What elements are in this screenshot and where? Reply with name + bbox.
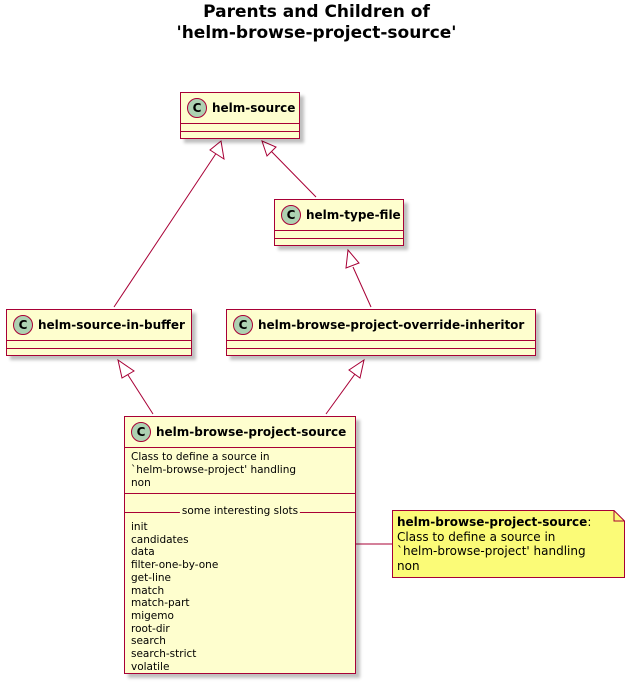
- title-line-1: Parents and Children of: [203, 2, 430, 22]
- class-name: helm-browse-project-override-inheritor: [258, 318, 525, 332]
- slot-item: match: [131, 584, 165, 597]
- title-line-2: 'helm-browse-project-source': [176, 23, 457, 43]
- slot-item: migemo: [131, 609, 174, 622]
- arrowhead-source-left: [209, 140, 225, 161]
- arrowhead-typefile: [345, 248, 360, 269]
- class-doc: Class to define a source in `helm-browse…: [125, 447, 355, 493]
- slot-item: data: [131, 546, 155, 559]
- diagram-title: Parents and Children of 'helm-browse-pro…: [0, 2, 633, 44]
- slot-item: candidates: [131, 533, 189, 546]
- class-icon: C: [187, 98, 207, 118]
- arrowhead-source-right: [261, 140, 277, 157]
- class-icon: C: [233, 315, 253, 335]
- edge-source-to-buffer: [127, 374, 154, 415]
- slot-item: filter-one-by-one: [131, 559, 219, 572]
- edge-source-to-override: [325, 373, 356, 415]
- slot-item: match-part: [131, 597, 190, 610]
- slots-separator: some interesting slots: [125, 505, 355, 518]
- note-body: Class to define a source in `helm-browse…: [397, 529, 586, 573]
- slots-header: some interesting slots: [179, 505, 301, 518]
- slot-item: root-dir: [131, 622, 170, 635]
- slot-item: search: [131, 635, 166, 648]
- class-icon: C: [131, 422, 151, 442]
- class-name: helm-source: [212, 101, 296, 115]
- note-text: helm-browse-project-source: Class to def…: [397, 515, 591, 573]
- edge-typefile-to-source: [270, 150, 317, 198]
- class-name: helm-browse-project-source: [156, 425, 347, 439]
- edge-buffer-to-source: [113, 151, 218, 308]
- class-note: helm-browse-project-source: Class to def…: [392, 510, 625, 578]
- arrowhead-buffer: [117, 358, 135, 379]
- edge-override-to-typefile: [352, 266, 372, 308]
- class-name: helm-type-file: [306, 208, 401, 222]
- note-shape: [392, 510, 625, 578]
- slot-item: get-line: [131, 571, 171, 584]
- slot-item: volatile: [131, 660, 170, 673]
- slot-item: init: [131, 521, 148, 533]
- arrowhead-override: [348, 358, 365, 379]
- note-colon: :: [587, 515, 592, 529]
- class-icon: C: [13, 315, 33, 335]
- slot-item: search-strict: [131, 648, 197, 661]
- class-name: helm-source-in-buffer: [38, 318, 185, 332]
- slot-list: init candidates data filter-one-by-one g…: [125, 513, 355, 677]
- class-icon: C: [281, 205, 301, 225]
- note-title: helm-browse-project-source: [397, 515, 588, 529]
